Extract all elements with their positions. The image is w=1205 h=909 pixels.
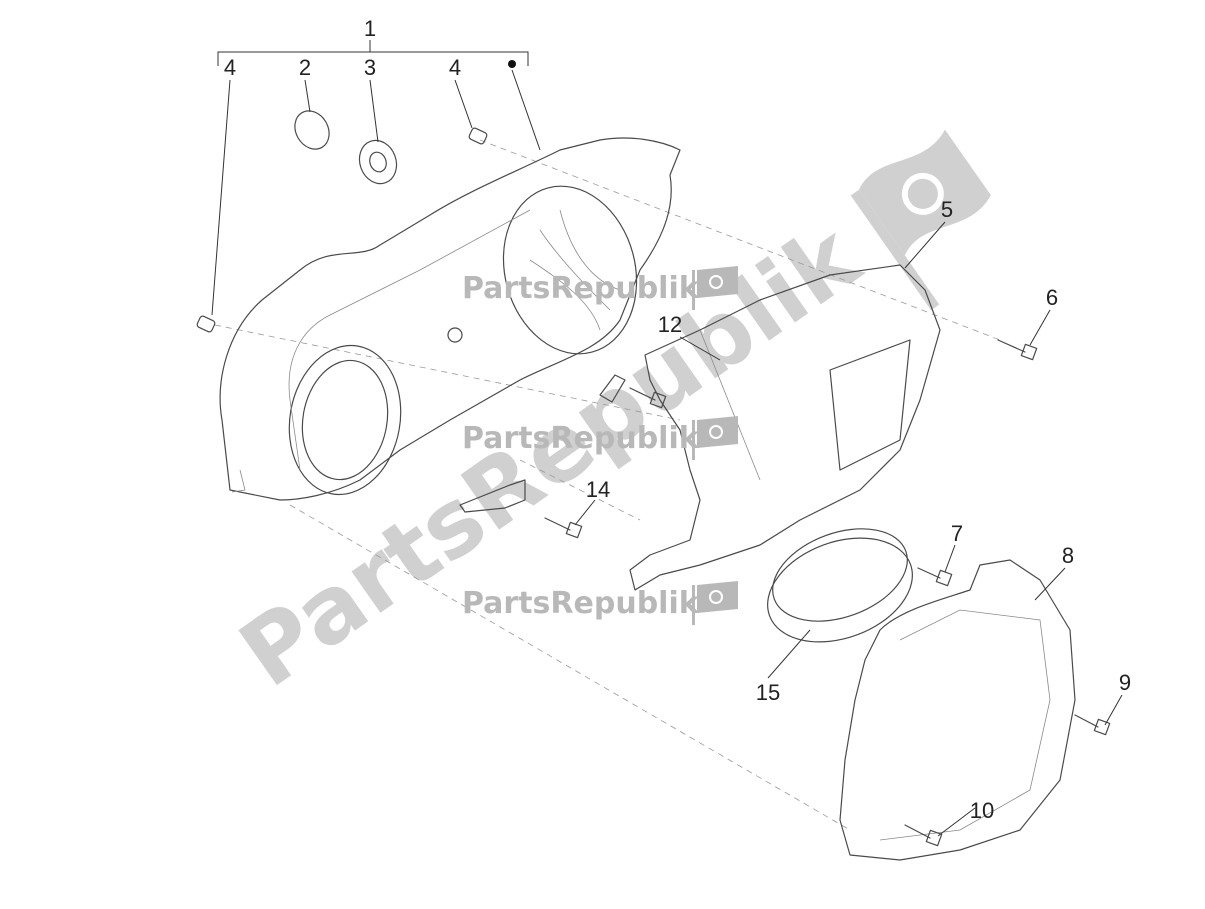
dowel-4-left xyxy=(196,315,216,333)
callout-7: 7 xyxy=(951,521,963,546)
watermark-row-2: PartsRepublik xyxy=(462,416,738,460)
watermark-text-1: PartsRepublik xyxy=(462,271,700,306)
watermark-flag-icon-3 xyxy=(697,581,738,613)
bolt-12 xyxy=(599,374,667,409)
watermark-text-3: PartsRepublik xyxy=(462,586,700,621)
callout-10: 10 xyxy=(970,798,994,823)
callout-9: 9 xyxy=(1119,670,1131,695)
callout-1: 1 xyxy=(364,16,376,41)
callout-5: 5 xyxy=(941,197,953,222)
callout-labels: 1 2 3 4 4 5 6 7 8 9 10 12 14 15 xyxy=(224,16,1131,823)
kit-marker-dot xyxy=(508,60,516,68)
watermark-text-2: PartsRepublik xyxy=(462,421,700,456)
crankcase-cover xyxy=(219,137,681,501)
belt-cover-shield xyxy=(629,264,941,591)
bolt-7 xyxy=(917,567,953,587)
air-duct-ring xyxy=(767,528,913,643)
callout-14: 14 xyxy=(586,477,610,502)
dowel-4-right xyxy=(468,127,488,145)
watermark-flag-icon-2 xyxy=(697,416,738,448)
watermark-row-1: PartsRepublik xyxy=(462,266,738,310)
watermark-flag-icon-1 xyxy=(697,266,738,298)
callout-3: 3 xyxy=(364,55,376,80)
callout-2: 2 xyxy=(299,55,311,80)
assembly-lines xyxy=(214,139,1001,831)
bolt-9 xyxy=(1074,714,1111,736)
bolt-6 xyxy=(997,339,1038,361)
bolt-10 xyxy=(904,824,943,847)
circlip-2 xyxy=(294,110,330,150)
watermark-row-3: PartsRepublik xyxy=(462,581,738,625)
outer-cover xyxy=(839,559,1076,861)
leader-lines xyxy=(211,40,1123,837)
bearing-3 xyxy=(358,139,398,185)
callout-8: 8 xyxy=(1062,543,1074,568)
callout-6: 6 xyxy=(1046,285,1058,310)
callout-12: 12 xyxy=(658,312,682,337)
callout-4-left: 4 xyxy=(224,55,236,80)
callout-15: 15 xyxy=(756,680,780,705)
gear-flag-icon xyxy=(850,129,991,311)
callout-4-right: 4 xyxy=(449,55,461,80)
small-parts xyxy=(196,110,1111,847)
